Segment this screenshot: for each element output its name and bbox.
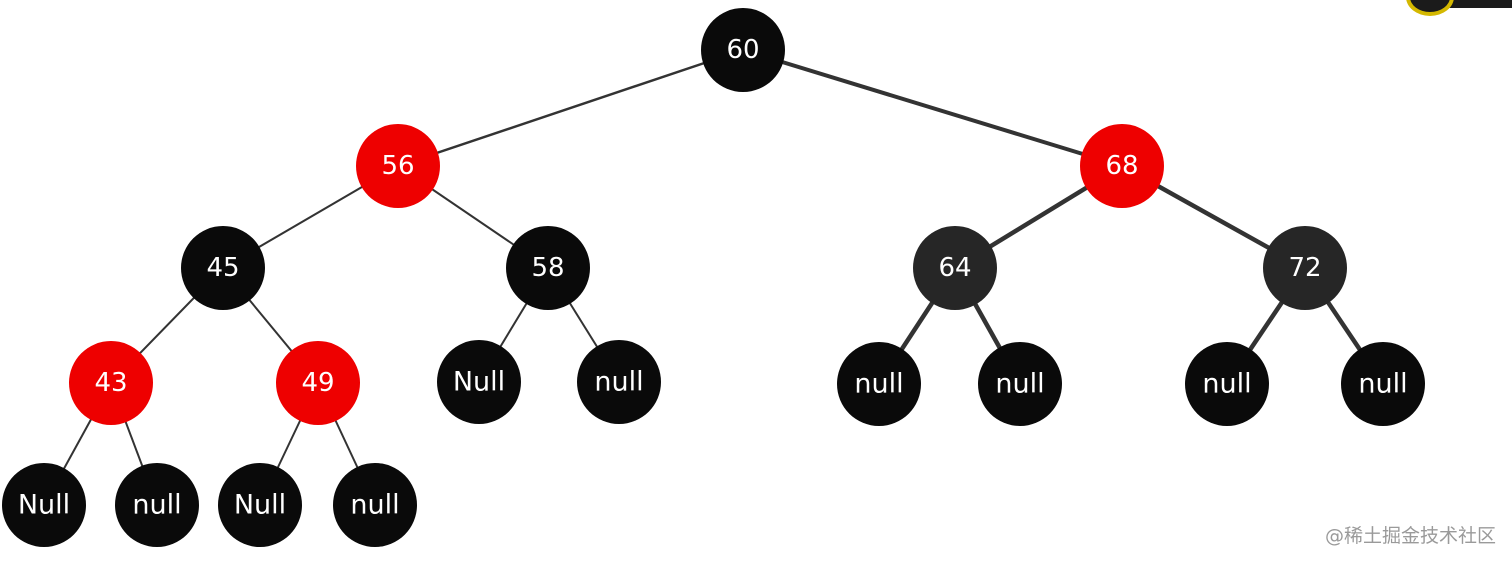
node-circle: [356, 124, 440, 208]
tree-node-45-n45: 45: [181, 226, 265, 310]
node-circle: [506, 226, 590, 310]
watermark: @稀土掘金技术社区: [1324, 525, 1496, 547]
node-label: null: [995, 369, 1044, 400]
node-circle: [577, 340, 661, 424]
tree-node-null-n72l: null: [1185, 342, 1269, 426]
tree-node-null-n58l: Null: [437, 340, 521, 424]
node-label: Null: [453, 367, 505, 398]
tree-node-null-n58r: null: [577, 340, 661, 424]
edge-n60-n56: [397, 48, 744, 168]
tree-node-56-n56: 56: [356, 124, 440, 208]
tree-node-72-n72: 72: [1263, 226, 1347, 310]
node-label: null: [854, 369, 903, 400]
tree-node-68-n68: 68: [1080, 124, 1164, 208]
node-label: null: [132, 490, 181, 521]
node-circle: [1263, 226, 1347, 310]
tree-node-null-n49r: null: [333, 463, 417, 547]
node-label: 68: [1105, 151, 1138, 181]
tree-node-null-n43l: Null: [2, 463, 86, 547]
node-circle: [1185, 342, 1269, 426]
tree-node-43-n43: 43: [69, 341, 153, 425]
node-label: null: [594, 367, 643, 398]
node-circle: [181, 226, 265, 310]
node-circle: [115, 463, 199, 547]
node-circle: [2, 463, 86, 547]
node-label: 45: [206, 253, 239, 283]
node-label: Null: [18, 490, 70, 521]
node-circle: [701, 8, 785, 92]
node-label: Null: [234, 490, 286, 521]
node-circle: [1341, 342, 1425, 426]
node-circle: [837, 342, 921, 426]
node-label: 72: [1288, 253, 1321, 283]
tree-node-null-n64l: null: [837, 342, 921, 426]
edge-n60-n68: [742, 48, 1123, 168]
node-label: 56: [381, 151, 414, 181]
node-circle: [69, 341, 153, 425]
node-circle: [913, 226, 997, 310]
tree-node-null-n43r: null: [115, 463, 199, 547]
corner-logo-bar: [1446, 0, 1512, 8]
node-label: null: [1358, 369, 1407, 400]
tree-node-null-n49l: Null: [218, 463, 302, 547]
node-label: 43: [94, 368, 127, 398]
node-circle: [218, 463, 302, 547]
node-label: null: [350, 490, 399, 521]
node-label: 49: [301, 368, 334, 398]
tree-node-60-n60: 60: [701, 8, 785, 92]
tree-node-null-n64r: null: [978, 342, 1062, 426]
node-label: 60: [726, 35, 759, 65]
node-circle: [276, 341, 360, 425]
tree-node-58-n58: 58: [506, 226, 590, 310]
node-label: 58: [531, 253, 564, 283]
tree-node-49-n49: 49: [276, 341, 360, 425]
node-circle: [333, 463, 417, 547]
node-label: 64: [938, 253, 971, 283]
node-label: null: [1202, 369, 1251, 400]
node-circle: [1080, 124, 1164, 208]
tree-node-null-n72r: null: [1341, 342, 1425, 426]
node-circle: [978, 342, 1062, 426]
node-circle: [437, 340, 521, 424]
tree-node-64-n64: 64: [913, 226, 997, 310]
